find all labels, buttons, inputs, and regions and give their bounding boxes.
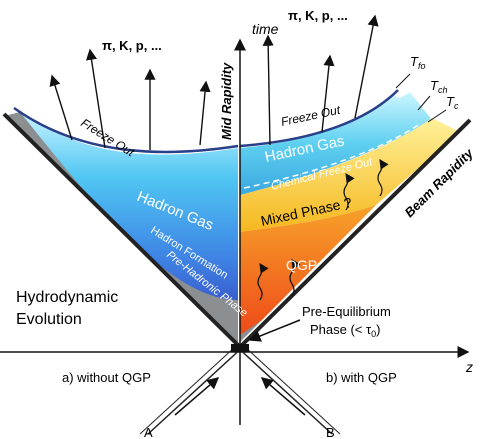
pre-equilibrium-line2: Phase (< τ0) — [310, 322, 381, 339]
chemical-freeze-out-line — [243, 123, 421, 189]
right-caption: b) with QGP — [326, 370, 397, 385]
t-ch-label: Tch — [430, 78, 447, 95]
axes — [0, 38, 470, 435]
nucleus-b-label: B — [326, 425, 335, 439]
right-qgp-region — [240, 205, 376, 335]
particles-left-label: π, K, p, ... — [102, 38, 162, 53]
temperature-leaders — [395, 73, 447, 123]
left-hadron-gas-region — [20, 112, 238, 300]
t-c-label: Tc — [446, 94, 459, 111]
particle-arrows — [49, 14, 379, 150]
nucleus-a-arrow — [174, 377, 220, 416]
particles-right-label: π, K, p, ... — [288, 8, 348, 23]
collision-point — [231, 344, 249, 352]
pre-equilibrium-line1: Pre-Equilibrium — [302, 304, 391, 319]
z-axis-label: z — [465, 359, 473, 375]
nucleus-b-arrow — [260, 377, 306, 416]
right-hadron-gas-wide — [240, 92, 432, 195]
hydro-label-line1: Hydrodynamic — [16, 289, 118, 306]
right-freeze-out-label: Freeze Out — [280, 103, 342, 129]
left-caption: a) without QGP — [62, 370, 151, 385]
nucleus-a-label: A — [144, 425, 153, 439]
qgp-label: QGP — [286, 257, 317, 273]
hydro-label-line2: Evolution — [16, 311, 82, 328]
time-axis-label: time — [252, 21, 279, 37]
t-fo-label: Tfo — [410, 54, 425, 71]
wavy-arrows — [257, 159, 389, 301]
left-region — [2, 106, 242, 349]
mid-rapidity-label: Mid Rapidity — [219, 62, 234, 140]
pre-equilibrium-pointer — [248, 319, 301, 342]
